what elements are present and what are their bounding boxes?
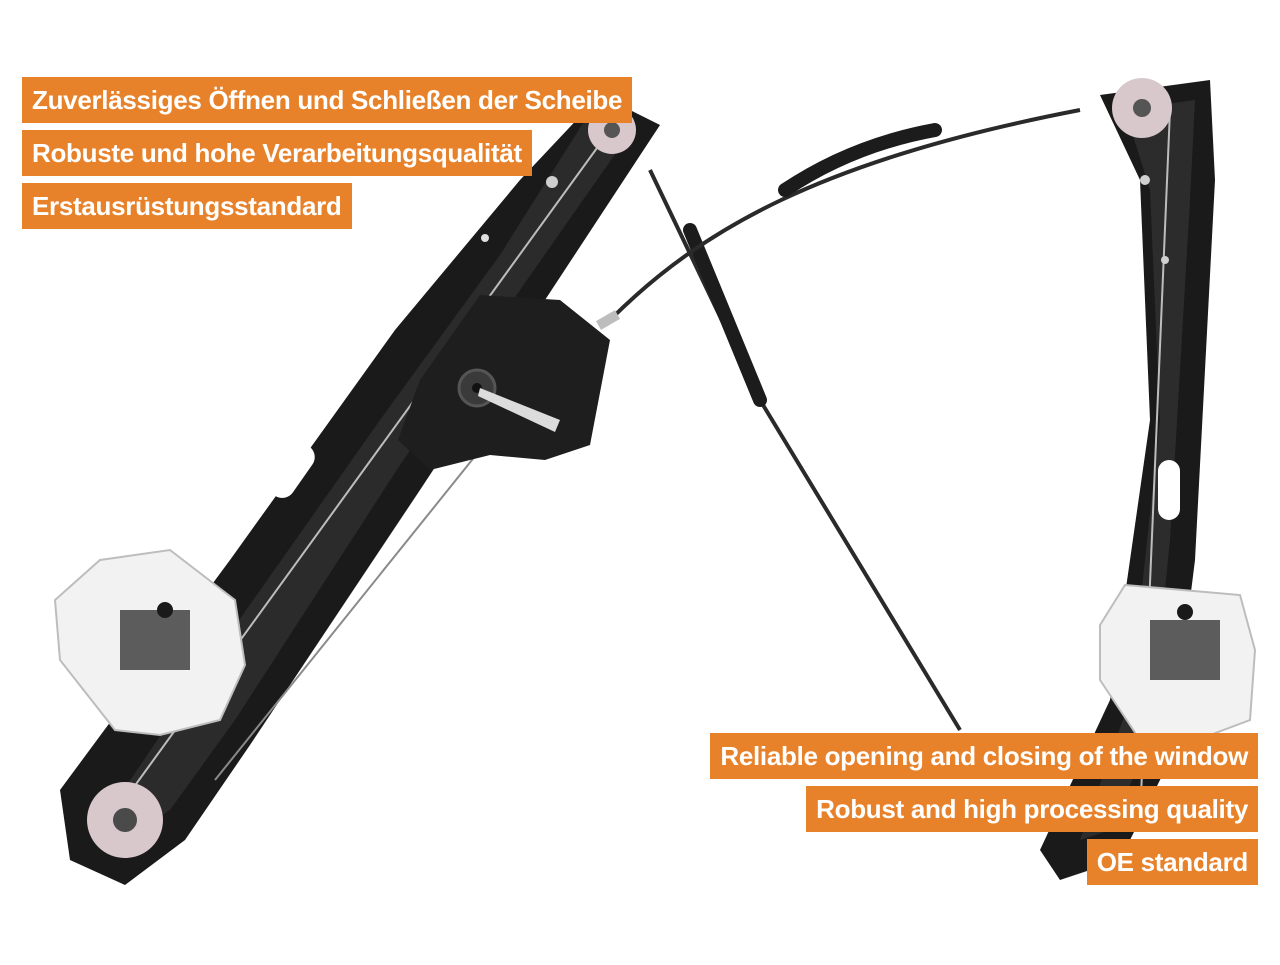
label-de-3: Erstausrüstungsstandard [22, 183, 352, 229]
right-glass-clip [1099, 583, 1257, 742]
label-de-2: Robuste und hohe Verarbeitungsqualität [22, 130, 532, 176]
label-de-1: Zuverlässiges Öffnen und Schließen der S… [22, 77, 633, 123]
label-en-2: Robust and high processing quality [806, 786, 1258, 832]
right-top-pulley [1112, 78, 1172, 138]
drive-mount-plate [398, 295, 621, 470]
left-glass-clip [53, 548, 247, 737]
label-en-3: OE standard [1086, 839, 1258, 885]
label-en-1: Reliable opening and closing of the wind… [710, 733, 1258, 779]
bowden-cables [214, 108, 1081, 781]
left-bottom-pulley [87, 782, 163, 858]
